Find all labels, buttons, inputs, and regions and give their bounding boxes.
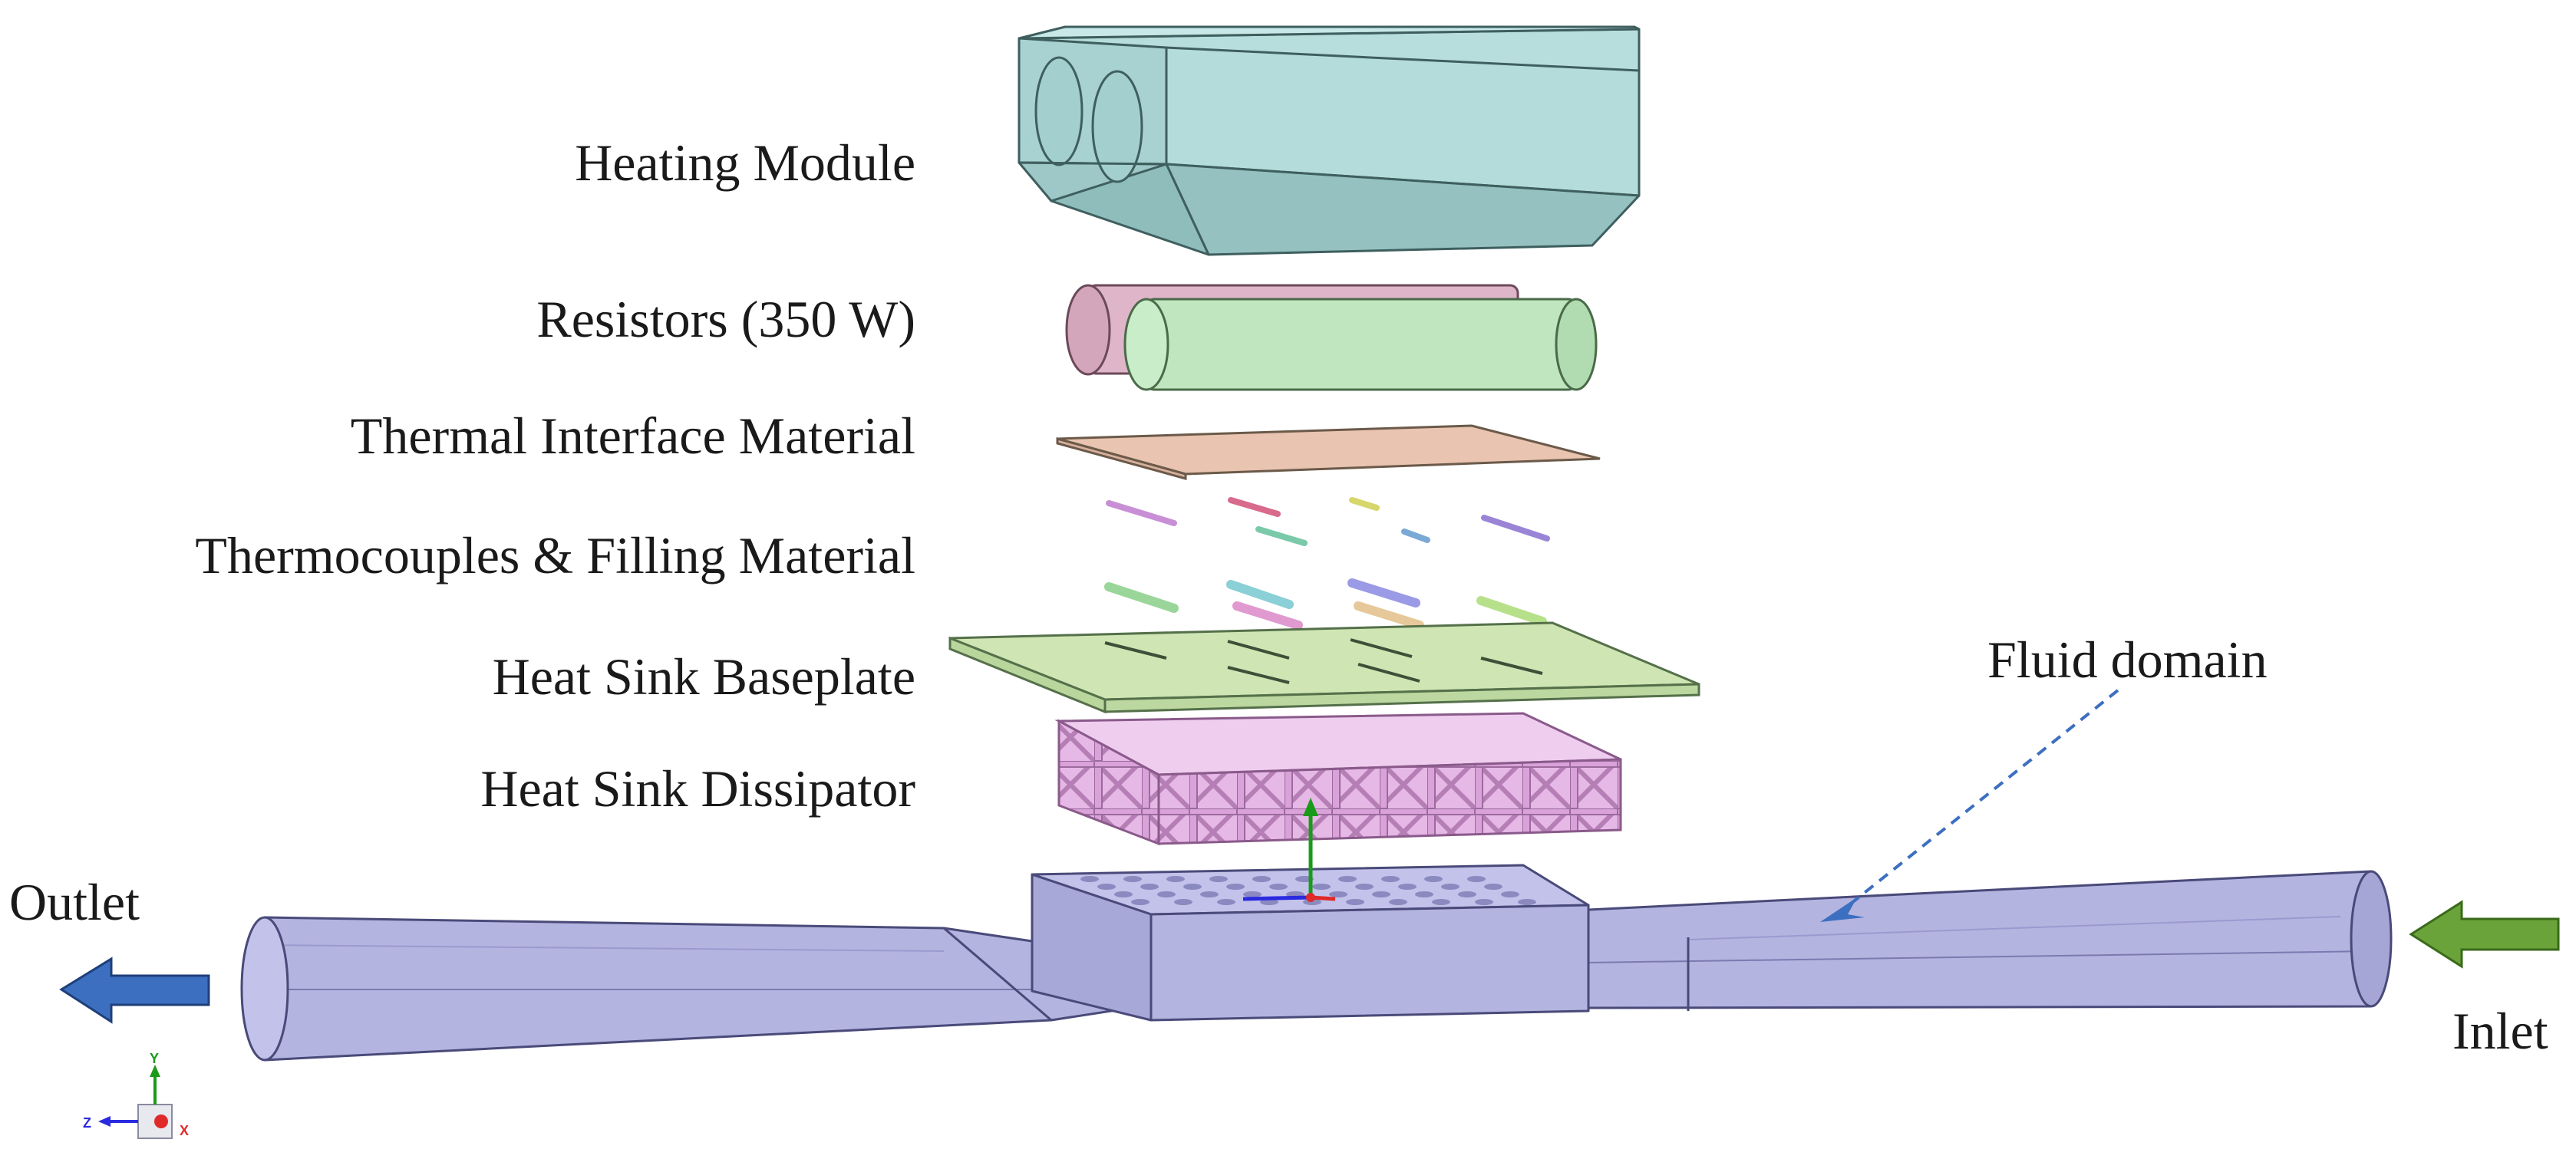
channel-hole bbox=[1458, 891, 1476, 897]
channel-hole bbox=[1243, 891, 1262, 897]
label-resistors: Resistors (350 W) bbox=[536, 290, 915, 348]
channel-hole bbox=[1131, 899, 1149, 905]
fluid-domain-pointer bbox=[1820, 689, 2119, 922]
channel-hole bbox=[1501, 891, 1519, 897]
thermocouples bbox=[1104, 497, 1550, 630]
channel-hole bbox=[1080, 876, 1099, 882]
label-heating-module: Heating Module bbox=[575, 133, 915, 192]
outlet-arrow bbox=[59, 957, 210, 1024]
thermal-interface-material bbox=[1056, 424, 1601, 480]
label-baseplate: Heat Sink Baseplate bbox=[492, 647, 915, 706]
channel-hole bbox=[1372, 891, 1390, 897]
channel-hole bbox=[1260, 899, 1278, 905]
label-thermal-interface: Thermal Interface Material bbox=[350, 407, 915, 465]
label-dissipator: Heat Sink Dissipator bbox=[480, 759, 915, 818]
heating-module bbox=[1018, 25, 1641, 256]
channel-hole bbox=[1329, 891, 1347, 897]
channel-hole bbox=[1312, 884, 1331, 890]
channel-hole bbox=[1174, 899, 1192, 905]
triad-y-label: Y bbox=[150, 1051, 159, 1066]
channel-hole bbox=[1475, 899, 1493, 905]
channel-hole bbox=[1226, 884, 1245, 890]
channel-hole bbox=[1389, 899, 1407, 905]
channel-hole bbox=[1355, 884, 1374, 890]
label-outlet: Outlet bbox=[9, 873, 140, 931]
channel-hole bbox=[1097, 884, 1116, 890]
channel-hole bbox=[1209, 876, 1228, 882]
channel-hole bbox=[1381, 876, 1400, 882]
global-axis-triad: Y Z X bbox=[83, 1051, 189, 1139]
channel-hole bbox=[1484, 884, 1502, 890]
channel-hole bbox=[1183, 884, 1202, 890]
channel-hole bbox=[1338, 876, 1357, 882]
channel-hole bbox=[1252, 876, 1271, 882]
local-axes bbox=[1242, 798, 1336, 902]
channel-hole bbox=[1217, 899, 1235, 905]
fluid-domain bbox=[240, 864, 2393, 1062]
label-thermocouples: Thermocouples & Filling Material bbox=[195, 526, 915, 584]
channel-hole bbox=[1346, 899, 1364, 905]
channel-hole bbox=[1269, 884, 1288, 890]
channel-hole bbox=[1467, 876, 1486, 882]
channel-hole bbox=[1415, 891, 1433, 897]
triad-z-label: Z bbox=[83, 1115, 91, 1131]
channel-hole bbox=[1140, 884, 1159, 890]
channel-hole bbox=[1441, 884, 1460, 890]
channel-hole bbox=[1424, 876, 1443, 882]
label-inlet: Inlet bbox=[2452, 1002, 2548, 1060]
channel-hole bbox=[1432, 899, 1450, 905]
triad-x-label: X bbox=[180, 1123, 189, 1138]
channel-hole bbox=[1200, 891, 1219, 897]
channel-hole bbox=[1166, 876, 1185, 882]
inlet-arrow bbox=[2409, 900, 2560, 969]
channel-hole bbox=[1518, 899, 1536, 905]
heat-sink-baseplate bbox=[948, 621, 1700, 714]
heat-sink-dissipator bbox=[1054, 712, 1622, 846]
channel-hole bbox=[1398, 884, 1417, 890]
channel-hole bbox=[1123, 876, 1142, 882]
resistor-front bbox=[1123, 298, 1598, 391]
channel-hole bbox=[1114, 891, 1133, 897]
channel-holes bbox=[1080, 876, 1536, 905]
label-fluid-domain: Fluid domain bbox=[1987, 631, 2268, 689]
channel-hole bbox=[1157, 891, 1176, 897]
